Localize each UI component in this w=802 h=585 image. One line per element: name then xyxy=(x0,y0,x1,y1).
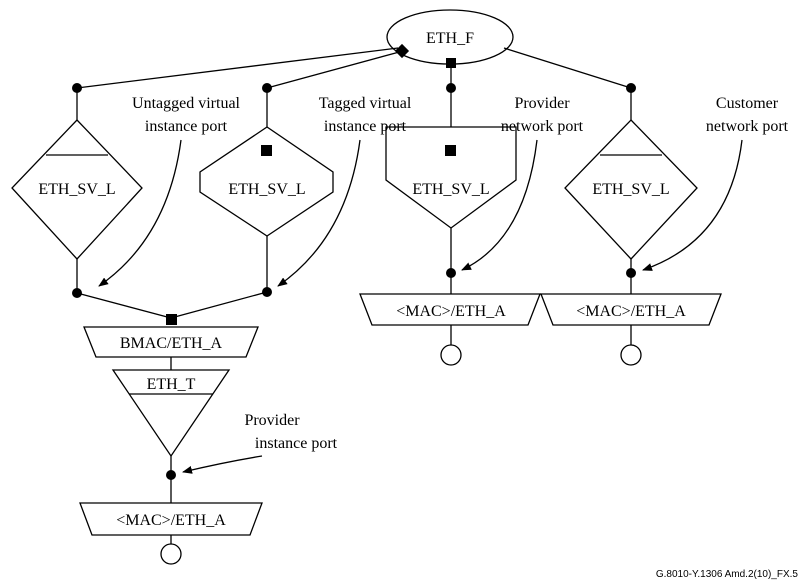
mac-right-adapter xyxy=(540,293,722,326)
annotation-untagged-line2: instance port xyxy=(145,118,228,135)
mac-bottom-adapter xyxy=(79,502,263,536)
fd-access-point-diamond xyxy=(394,43,410,59)
mac-bottom-adapter-label: <MAC>/ETH_A xyxy=(116,512,226,529)
link-fd-col1 xyxy=(76,47,399,89)
mac-right-adapter-label: <MAC>/ETH_A xyxy=(576,303,686,320)
fd-access-point-square xyxy=(446,58,456,68)
link-fd-col2 xyxy=(266,50,404,89)
col4-access-point xyxy=(620,344,642,366)
annotation-customer-network-line1: Customer xyxy=(716,95,779,112)
annotation-provider-network-line2: network port xyxy=(501,118,584,135)
annotation-tagged-line1: Tagged virtual xyxy=(319,95,412,112)
bmac-adapter xyxy=(83,326,259,358)
annotation-tagged-line2: instance port xyxy=(324,118,407,135)
annotation-provider-network-line1: Provider xyxy=(514,95,570,112)
col4-sv-label: ETH_SV_L xyxy=(592,181,669,198)
bmac-adapter-label: BMAC/ETH_A xyxy=(120,335,223,352)
annotation-provider-network-arrow xyxy=(461,139,538,271)
annotation-untagged-line1: Untagged virtual xyxy=(132,95,241,112)
col4-connection-point xyxy=(626,268,636,278)
annotation-provider-instance-line1: Provider xyxy=(244,412,300,429)
annotation-customer-network-line2: network port xyxy=(706,118,789,135)
termination-triangle xyxy=(111,369,231,458)
col2-sv-access-point xyxy=(261,145,272,156)
col3-access-point xyxy=(440,344,462,366)
mac-left-adapter-label: <MAC>/ETH_A xyxy=(396,303,506,320)
annotation-provider-instance-line2: instance port xyxy=(255,435,338,452)
annotation-customer-network-arrow xyxy=(642,139,743,271)
flow-domain-label: ETH_F xyxy=(426,30,474,47)
col3-sv-access-point xyxy=(445,145,456,156)
col3-sv-label: ETH_SV_L xyxy=(412,181,489,198)
link-fd-col4 xyxy=(503,47,632,89)
figure-id: G.8010-Y.1306 Amd.2(10)_FX.5 xyxy=(656,569,799,580)
col1-sv-label: ETH_SV_L xyxy=(38,181,115,198)
bmac-access-point xyxy=(166,314,177,325)
annotation-tagged-arrow xyxy=(277,139,361,287)
annotation-provider-instance-arrow xyxy=(182,455,263,474)
col3-sv-shape xyxy=(385,126,517,229)
col2-sv-label: ETH_SV_L xyxy=(228,181,305,198)
col3-connection-point xyxy=(446,268,456,278)
bottom-access-point xyxy=(160,543,182,565)
join-line-left xyxy=(76,292,172,319)
annotation-untagged-arrow xyxy=(98,139,182,287)
mac-left-adapter xyxy=(359,293,541,326)
join-line-right xyxy=(170,291,268,319)
provider-instance-connection-point xyxy=(166,470,176,480)
termination-label: ETH_T xyxy=(147,376,196,393)
